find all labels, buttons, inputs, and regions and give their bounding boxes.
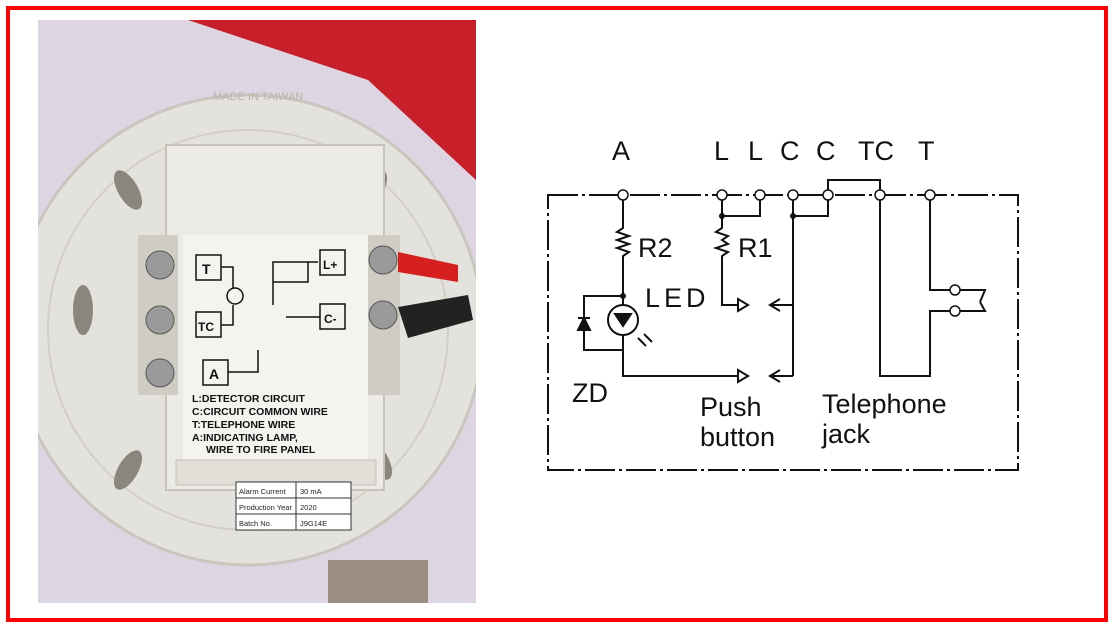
terminal-a: A	[209, 366, 219, 382]
label-key: Production Year	[239, 503, 292, 512]
telephone-jack-label: Telephone	[822, 389, 947, 419]
terminal-label-c: C	[816, 136, 836, 166]
terminal-l-plus: L+	[323, 258, 337, 272]
enclosure-outline	[547, 194, 1019, 471]
terminal-tc: TC	[198, 320, 214, 334]
terminal-nodes	[617, 189, 961, 317]
terminal-t: T	[202, 261, 211, 277]
left-terminal-block	[138, 235, 178, 395]
legend-line: T:TELEPHONE WIRE	[192, 419, 295, 431]
wiring-schematic: A L L C C TC T R2 R1 LED ZD Push button …	[547, 136, 1019, 471]
r2-label: R2	[638, 233, 673, 263]
terminal-label-l: L	[714, 136, 729, 166]
r1-label: R1	[738, 233, 773, 263]
telephone-jack-label: jack	[821, 419, 871, 449]
led-label: LED	[645, 283, 710, 313]
product-label: Alarm Current 30 mA Production Year 2020…	[235, 481, 352, 531]
label-value: 2020	[300, 503, 317, 512]
push-button-label: Push	[700, 392, 762, 422]
legend-line: WIRE TO FIRE PANEL	[206, 444, 316, 456]
legend-line: C:CIRCUIT COMMON WIRE	[192, 406, 328, 418]
legend-line: A:INDICATING LAMP,	[192, 432, 298, 444]
label-value: J9G14E	[300, 519, 327, 528]
terminal-label-t: T	[918, 136, 935, 166]
embossed-text: MADE IN TAIWAN	[213, 91, 303, 103]
red-frame	[6, 6, 1108, 622]
label-value: 30 mA	[300, 487, 322, 496]
red-detector-housing	[188, 20, 476, 180]
terminal-label-c: C	[780, 136, 800, 166]
zener-diode-icon	[576, 315, 592, 331]
detector-base-photo: MADE IN TAIWAN T TC A L+ C- L:DETECTOR	[38, 20, 476, 603]
push-button-contact-icon	[737, 297, 750, 384]
red-wire	[398, 252, 458, 282]
wiring-legend: L:DETECTOR CIRCUIT C:CIRCUIT COMMON WIRE…	[192, 393, 328, 456]
telephone-jack-icon	[960, 289, 987, 312]
zd-label: ZD	[572, 378, 608, 408]
label-key: Alarm Current	[239, 487, 287, 496]
terminal-c-minus: C-	[324, 312, 337, 326]
black-wire	[398, 295, 473, 338]
push-button-label: button	[700, 422, 775, 452]
terminal-label-a: A	[612, 136, 630, 166]
terminal-label-l: L	[748, 136, 763, 166]
label-key: Batch No.	[239, 519, 272, 528]
legend-line: L:DETECTOR CIRCUIT	[192, 393, 306, 405]
terminal-label-tc: TC	[858, 136, 894, 166]
